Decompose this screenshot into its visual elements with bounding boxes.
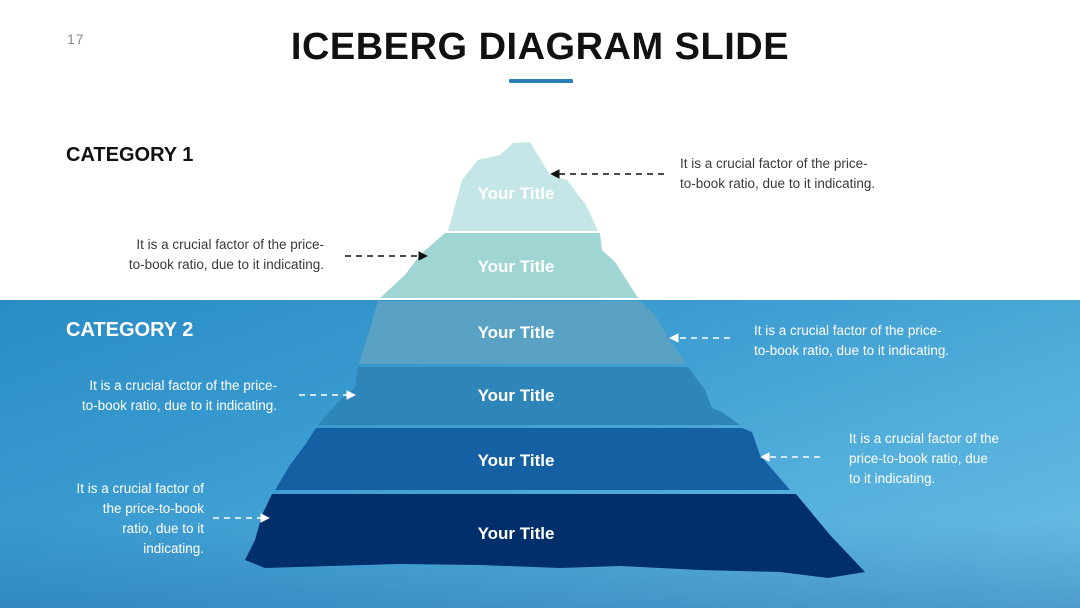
layer-5-title: Your Title bbox=[478, 451, 555, 470]
note-5-line-3: to it indicating. bbox=[849, 471, 936, 486]
category-2-label: CATEGORY 2 bbox=[66, 319, 194, 341]
note-1-line-2: to-book ratio, due to it indicating. bbox=[680, 176, 876, 191]
layer-3-title: Your Title bbox=[478, 323, 555, 342]
note-4: It is a crucial factor of the price- to-… bbox=[37, 376, 277, 416]
note-5: It is a crucial factor of the price-to-b… bbox=[849, 429, 1049, 489]
slide-title: ICEBERG DIAGRAM SLIDE bbox=[290, 26, 790, 68]
layer-4-title: Your Title bbox=[478, 386, 555, 405]
iceberg-layer-1[interactable] bbox=[448, 142, 598, 231]
layer-2-title: Your Title bbox=[478, 257, 555, 276]
note-2-line-1: It is a crucial factor of the price- bbox=[136, 237, 324, 252]
note-4-line-1: It is a crucial factor of the price- bbox=[89, 378, 277, 393]
note-3: It is a crucial factor of the price- to-… bbox=[754, 321, 994, 361]
note-3-line-1: It is a crucial factor of the price- bbox=[754, 323, 942, 338]
iceberg-layer-2[interactable] bbox=[380, 233, 638, 298]
note-6-line-3: ratio, due to it bbox=[122, 521, 204, 536]
note-3-line-2: to-book ratio, due to it indicating. bbox=[754, 343, 950, 358]
note-5-line-2: price-to-book ratio, due bbox=[849, 451, 988, 466]
note-5-line-1: It is a crucial factor of the bbox=[849, 431, 1000, 446]
title-underline bbox=[509, 79, 573, 83]
note-1-line-1: It is a crucial factor of the price- bbox=[680, 156, 868, 171]
layer-6-title: Your Title bbox=[478, 524, 555, 543]
note-6-line-4: indicating. bbox=[143, 541, 204, 556]
category-1-label: CATEGORY 1 bbox=[66, 144, 194, 166]
note-6-line-2: the price-to-book bbox=[102, 501, 204, 516]
note-2: It is a crucial factor of the price- to-… bbox=[84, 235, 324, 275]
iceberg-layer-4[interactable] bbox=[318, 367, 740, 425]
note-1: It is a crucial factor of the price- to-… bbox=[680, 154, 920, 194]
iceberg-layer-3[interactable] bbox=[359, 301, 686, 364]
page-number: 17 bbox=[67, 31, 85, 47]
note-6-line-1: It is a crucial factor of bbox=[76, 481, 204, 496]
layer-1-title: Your Title bbox=[478, 184, 555, 203]
note-2-line-2: to-book ratio, due to it indicating. bbox=[128, 257, 324, 272]
iceberg-layer-5[interactable] bbox=[275, 428, 790, 490]
iceberg-layer-6[interactable] bbox=[245, 494, 865, 578]
note-6: It is a crucial factor of the price-to-b… bbox=[24, 479, 204, 559]
note-4-line-2: to-book ratio, due to it indicating. bbox=[81, 398, 277, 413]
